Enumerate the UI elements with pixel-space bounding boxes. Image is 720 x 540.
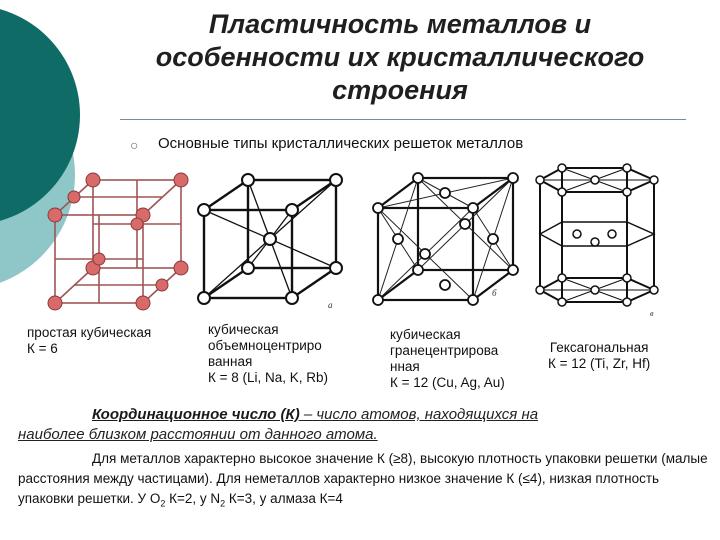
slide-title: Пластичность металлов и особенности их к… (120, 8, 680, 107)
subtitle: Основные типы кристаллических решеток ме… (158, 135, 524, 152)
title-line-3: строения (332, 75, 468, 105)
caption-line: ванная (208, 354, 253, 369)
hexagonal-lattice-figure: в (535, 163, 659, 318)
title-line-1: Пластичность металлов и (208, 9, 592, 39)
definition-text-1: – число атомов, находящихся на (299, 406, 539, 423)
caption-line: объемноцентриро (208, 338, 322, 353)
title-line-2: особенности их кристаллического (155, 42, 645, 72)
caption-line: нная (390, 359, 420, 374)
paragraph-text-3: К=3, у алмаза К=4 (225, 491, 343, 506)
paragraph-text-2: К=2, у N (165, 491, 221, 506)
subscript: 2 (220, 498, 226, 509)
title-divider (120, 119, 686, 120)
caption-line: К = 12 (Ti, Zr, Hf) (548, 356, 651, 371)
caption-bcc: кубическая объемноцентриро ванная К = 8 … (208, 322, 328, 386)
bcc-lattice-figure: a (197, 173, 343, 310)
paragraph-text-1: Для металлов характерно высокое значение… (18, 451, 708, 506)
caption-line: Гексагональная (549, 340, 649, 355)
caption-line: К = 12 (Cu, Ag, Au) (390, 375, 505, 390)
caption-line: кубическая (390, 327, 461, 342)
caption-line: кубическая (208, 322, 279, 337)
definition-term: Координационное число (К) (92, 406, 300, 423)
coordination-number-definition: Координационное число (К) – число атомов… (18, 405, 708, 445)
figure-mark-b: б (492, 288, 497, 298)
fcc-lattice-figure: б (372, 172, 519, 306)
body-paragraph: Для металлов характерно высокое значение… (18, 449, 708, 514)
caption-line: К = 8 (Li, Na, K, Rb) (208, 370, 329, 385)
caption-simple-cubic: простая кубическая К = 6 (27, 325, 151, 357)
caption-line: простая кубическая (27, 325, 152, 340)
simple-cubic-lattice-figure (47, 172, 189, 311)
definition-text-2: наиболее близком расстоянии от данного а… (18, 426, 378, 443)
caption-hexagonal: Гексагональная К = 12 (Ti, Zr, Hf) (548, 340, 650, 372)
subscript: 2 (160, 498, 166, 509)
caption-line: гранецентрирова (390, 343, 499, 358)
caption-fcc: кубическая гранецентрирова нная К = 12 (… (390, 327, 505, 391)
figure-mark-v: в (650, 309, 654, 318)
bullet-icon: ○ (130, 137, 139, 153)
figure-mark-a: a (328, 300, 333, 310)
caption-line: К = 6 (27, 341, 58, 356)
